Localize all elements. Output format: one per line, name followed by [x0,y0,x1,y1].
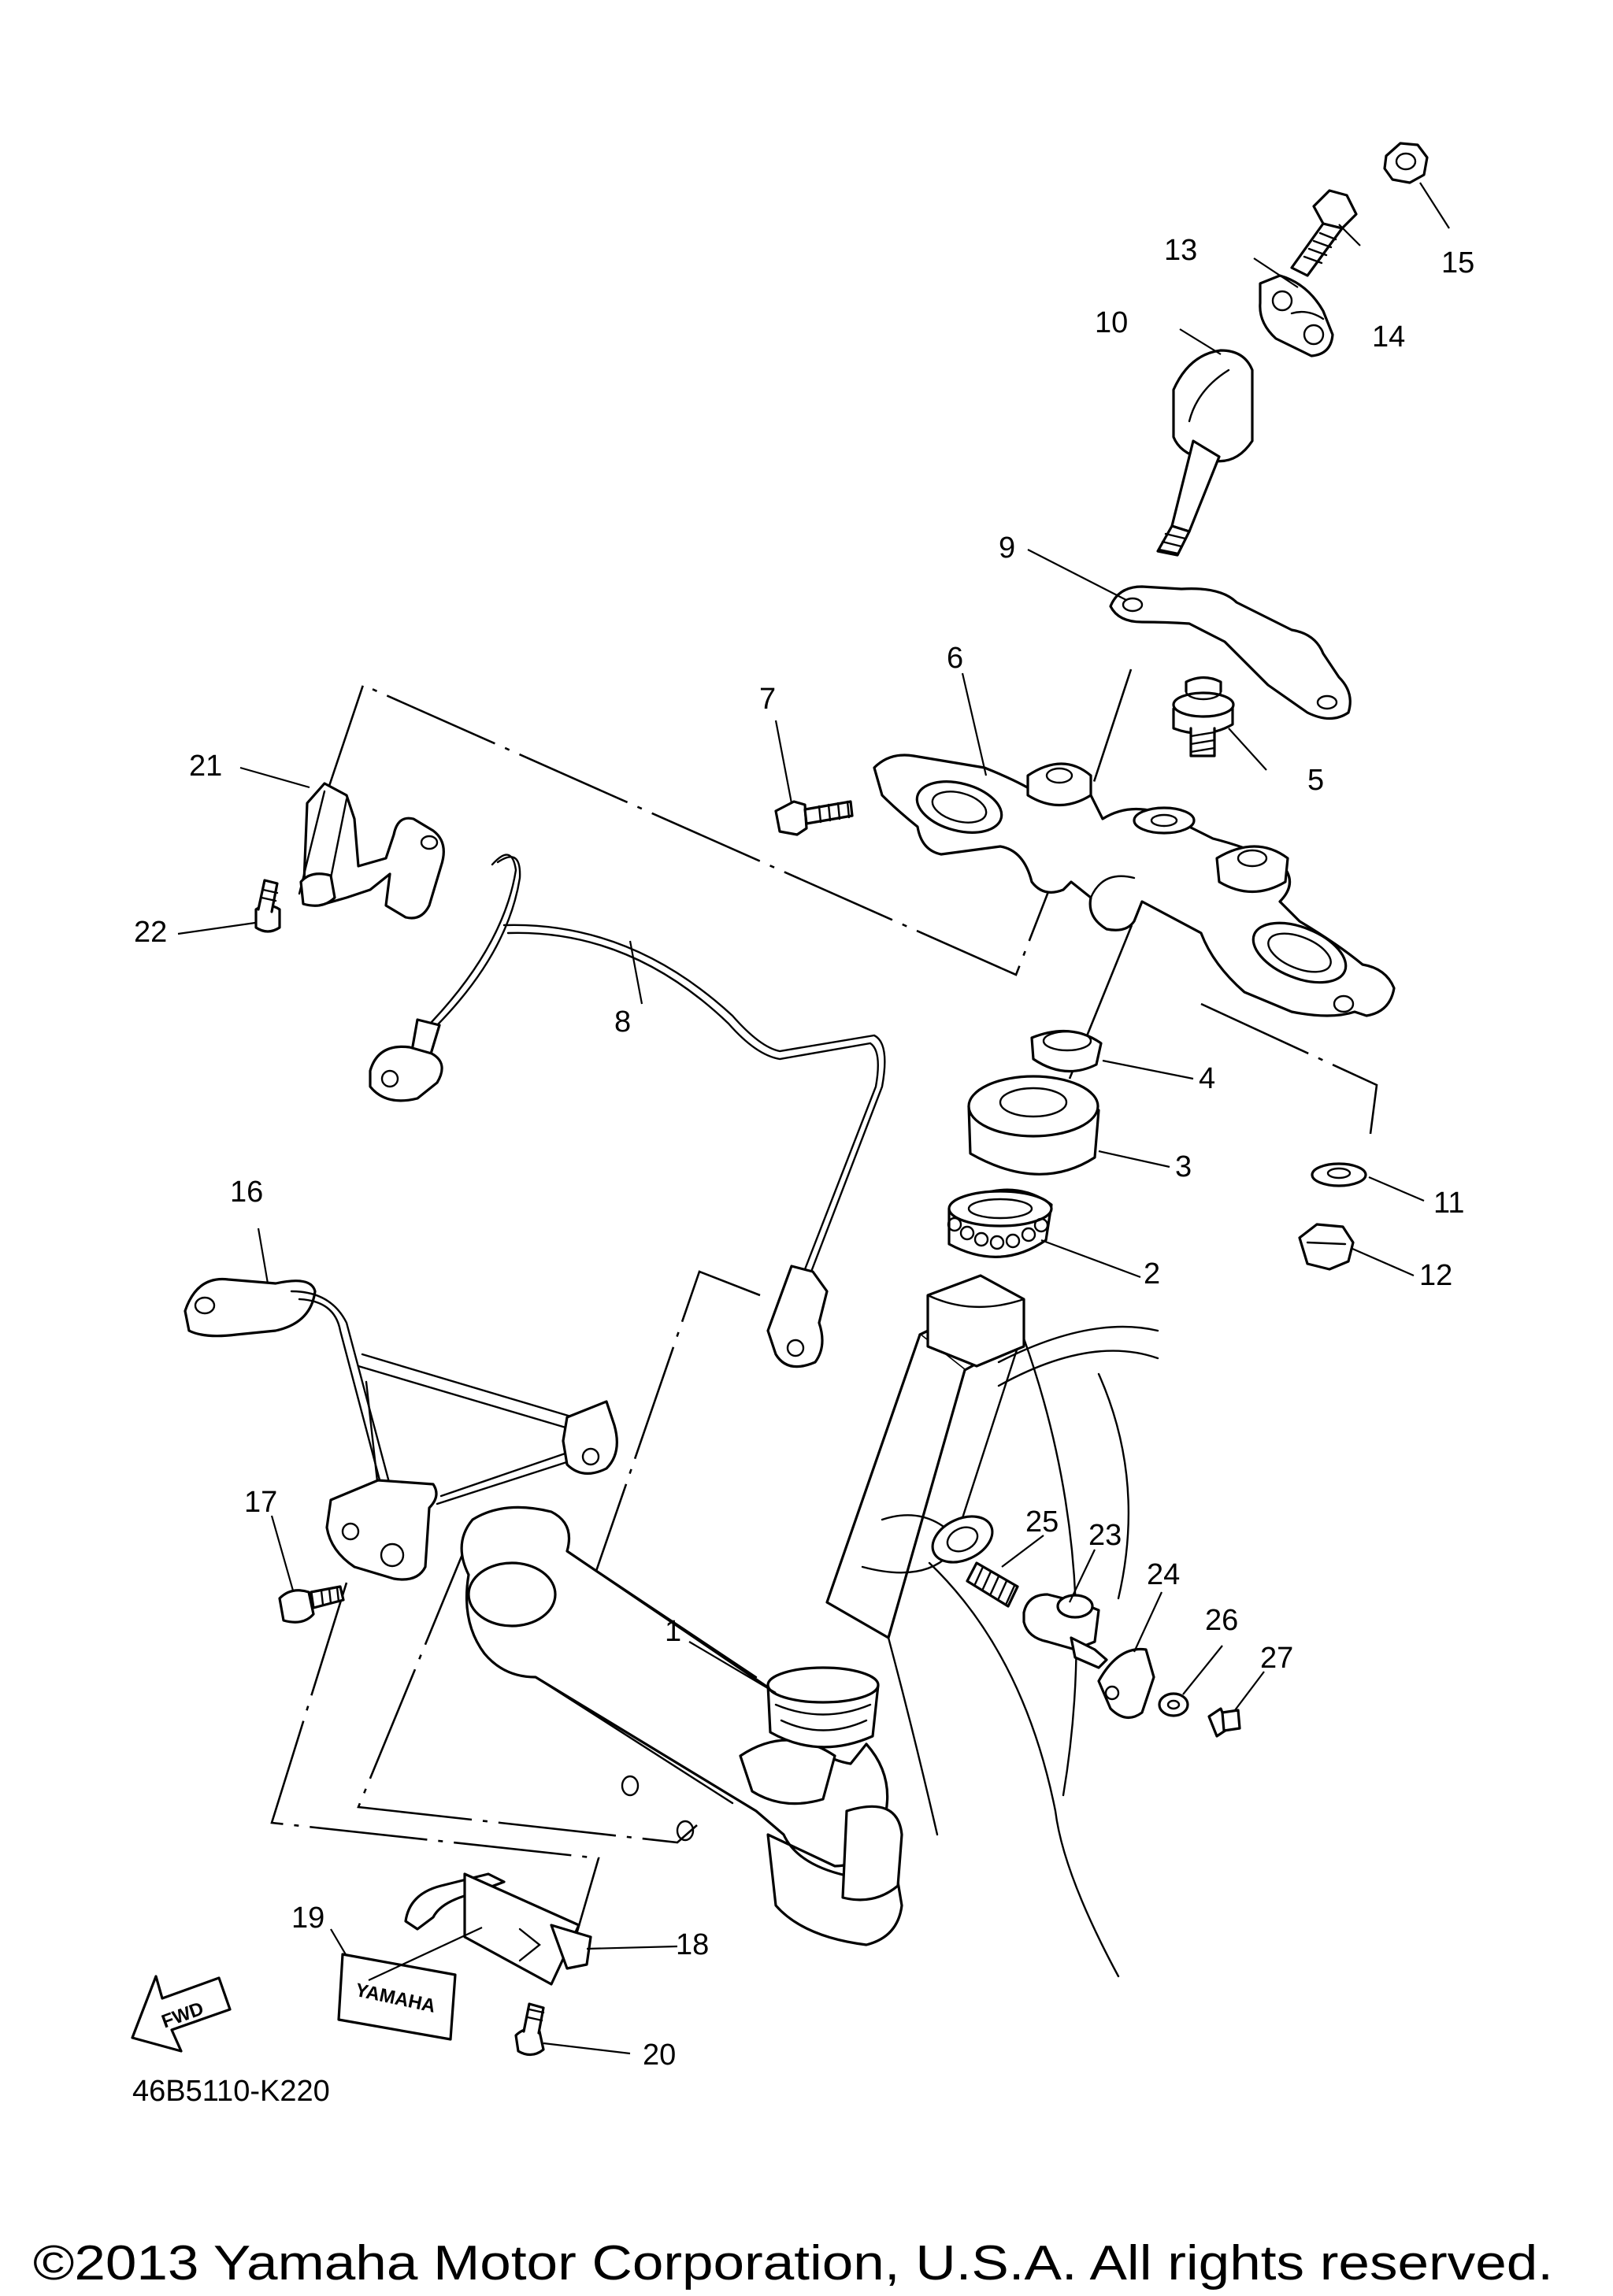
cable-8 [369,854,886,1368]
callout-13: 13 [1164,234,1197,267]
callout-25: 25 [1025,1505,1059,1539]
stay-16 [184,1277,618,1581]
bracket-18 [404,1872,592,1986]
callout-7: 7 [759,683,776,716]
lower-bearing [766,1666,880,1749]
part-code: 46B5110-K220 [132,2075,330,2108]
callout-16: 16 [230,1176,263,1209]
callout-24: 24 [1147,1558,1180,1591]
spring-25 [966,1561,1019,1608]
plate-9 [1109,585,1352,720]
callout-22: 22 [134,916,167,949]
callout-8: 8 [614,1005,631,1039]
callout-14: 14 [1372,320,1405,354]
callout-23: 23 [1088,1519,1122,1552]
screw-27 [1207,1707,1241,1738]
bolt-17 [278,1585,345,1624]
callout-11: 11 [1433,1187,1464,1220]
callout-15: 15 [1441,246,1474,280]
callout-2: 2 [1144,1257,1160,1291]
flange-bolt-5 [1172,676,1235,757]
callout-20: 20 [643,2039,676,2072]
washer-26 [1158,1692,1189,1717]
frame-headpipe [825,1274,1159,1978]
washer-11 [1311,1162,1367,1187]
fwd-arrow-icon: FWD [131,1975,232,2053]
callout-10: 10 [1095,306,1128,339]
callout-labels: 1 2 3 4 5 6 7 8 9 10 11 12 13 14 15 16 1… [134,234,1474,2072]
nut-15 [1383,142,1429,184]
plate-24 [1097,1647,1155,1719]
callout-17: 17 [244,1486,277,1519]
copyright-notice: ©2013 Yamaha Motor Corporation, U.S.A. A… [33,2236,1553,2290]
bolt-7 [774,800,854,836]
screw-20 [514,2002,545,2057]
callout-19: 19 [291,1902,324,1935]
callout-5: 5 [1307,764,1324,797]
callout-3: 3 [1175,1150,1192,1183]
callout-9: 9 [999,531,1015,565]
bearing-cover [967,1075,1100,1176]
lock-23 [1022,1593,1108,1669]
alignment-lines [270,668,1378,1946]
bracket-21 [298,782,445,920]
callout-18: 18 [676,1928,709,1961]
bolt-14 [1290,189,1358,277]
upper-bracket [873,754,1396,1017]
callout-6: 6 [947,642,963,675]
callout-21: 21 [189,750,222,783]
handlebar-holder [1156,349,1254,557]
callout-4: 4 [1199,1062,1215,1095]
nut-12 [1298,1223,1355,1271]
under-bracket [460,1505,903,1946]
bolt-22 [254,879,281,933]
callout-1: 1 [665,1615,681,1648]
upper-bearing [947,1188,1053,1258]
callout-27: 27 [1260,1642,1293,1675]
holder-cap [1259,274,1334,357]
callout-leaders [177,182,1450,2055]
callout-26: 26 [1205,1604,1238,1637]
ring-nut [1030,1029,1103,1073]
yamaha-decal: YAMAHA [337,1953,457,2041]
callout-12: 12 [1419,1259,1452,1292]
